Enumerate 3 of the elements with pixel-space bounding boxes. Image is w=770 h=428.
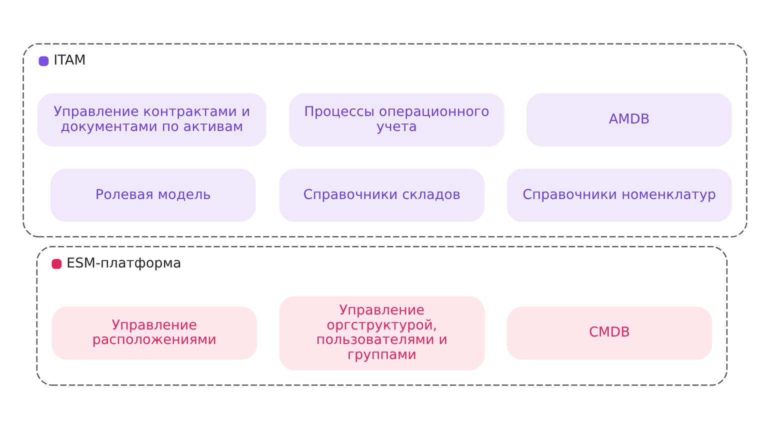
node-box: Управление оргструктурой, пользователями и группами [279, 296, 485, 370]
node-box: CMDB [506, 306, 712, 360]
node-box: Управление расположениями [52, 306, 257, 360]
